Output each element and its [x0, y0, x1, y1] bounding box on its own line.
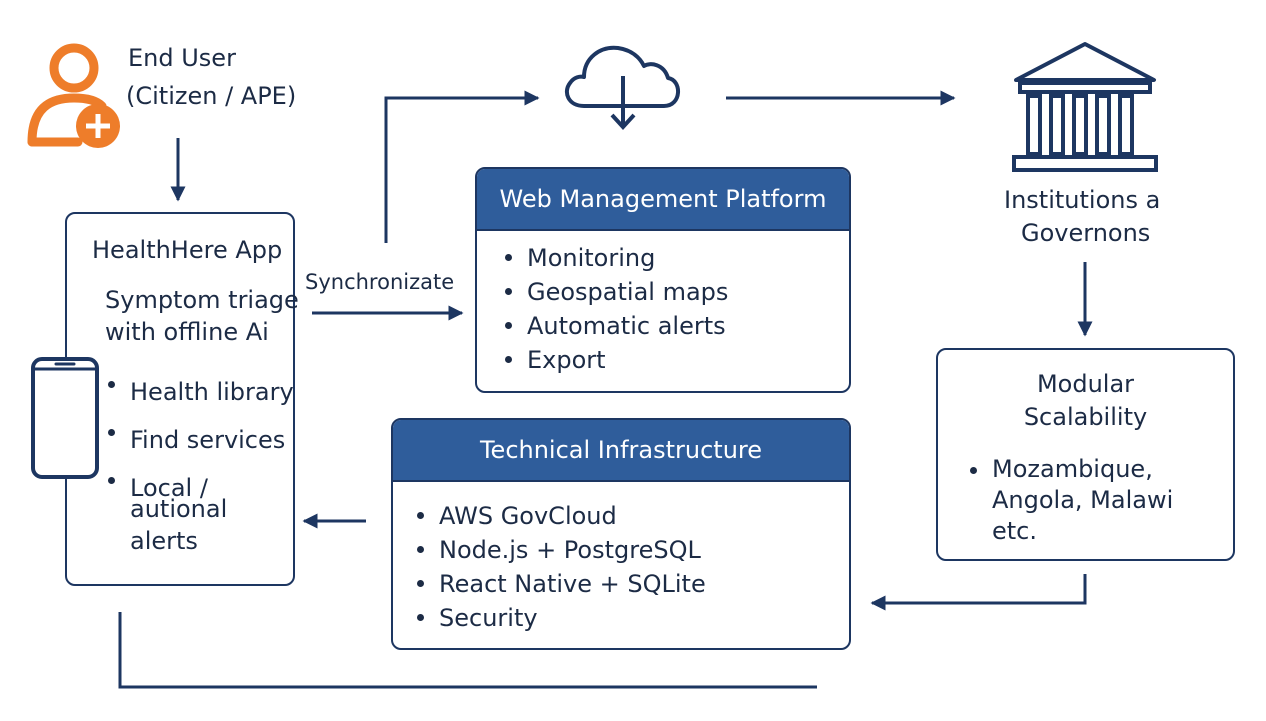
web-platform-list: Monitoring Geospatial maps Automatic ale… [501, 241, 849, 377]
web-item-geospatial-maps: Geospatial maps [501, 275, 849, 309]
infrastructure-title: Technical Infrastructure [393, 420, 849, 482]
technical-infrastructure-box: Technical Infrastructure AWS GovCloud No… [391, 418, 851, 650]
scalability-title-line1: Modular [1036, 370, 1135, 398]
app-feature-list: Health library Find services Local / [104, 368, 294, 512]
end-user-subtitle: (Citizen / APE) [126, 82, 297, 110]
cloud-sync-icon [564, 45, 680, 130]
modular-scalability-box: Modular Scalability Mozambique, Angola, … [936, 348, 1235, 561]
scalability-title: Modular Scalability [938, 368, 1233, 434]
web-item-export: Export [501, 343, 849, 377]
institutions-line2: Governons [1021, 219, 1151, 247]
scalability-item-countries: Mozambique, [966, 454, 1233, 485]
infra-item-aws: AWS GovCloud [413, 499, 849, 533]
scalability-title-line2: Scalability [1023, 403, 1148, 431]
arrow-scalability-to-infrastructure [870, 574, 1087, 611]
end-user-title: End User [128, 44, 236, 72]
web-platform-title: Web Management Platform [477, 169, 849, 231]
smartphone-icon [31, 357, 99, 479]
sync-label: Synchronizate [303, 270, 457, 294]
web-item-monitoring: Monitoring [501, 241, 849, 275]
infra-item-react-native: React Native + SQLite [413, 567, 849, 601]
web-management-platform-box: Web Management Platform Monitoring Geosp… [475, 167, 851, 393]
infra-item-security: Security [413, 601, 849, 635]
web-item-automatic-alerts: Automatic alerts [501, 309, 849, 343]
healthhere-app-box [65, 212, 295, 586]
infrastructure-list: AWS GovCloud Node.js + PostgreSQL React … [413, 499, 849, 635]
scalability-item-etc: etc. [992, 517, 1037, 545]
app-title: HealthHere App [92, 236, 283, 264]
app-item-autional: autional [130, 495, 228, 523]
app-item-local: Local / [104, 464, 294, 512]
institutions-line1: Institutions a [1004, 186, 1161, 214]
user-add-icon [27, 43, 120, 148]
scalability-list: Mozambique, [966, 454, 1233, 485]
institution-icon [1012, 42, 1158, 172]
arrow-app-to-cloud [384, 90, 540, 243]
app-item-health-library: Health library [104, 368, 294, 416]
scalability-item-countries-2: Angola, Malawi [992, 486, 1174, 514]
infra-item-node-postgres: Node.js + PostgreSQL [413, 533, 849, 567]
feedback-loop-line [118, 612, 817, 689]
app-item-alerts: alerts [130, 527, 198, 555]
app-triage-line2: with offline Ai [105, 318, 269, 346]
app-triage-line1: Symptom triage [105, 286, 299, 314]
app-item-find-services: Find services [104, 416, 294, 464]
